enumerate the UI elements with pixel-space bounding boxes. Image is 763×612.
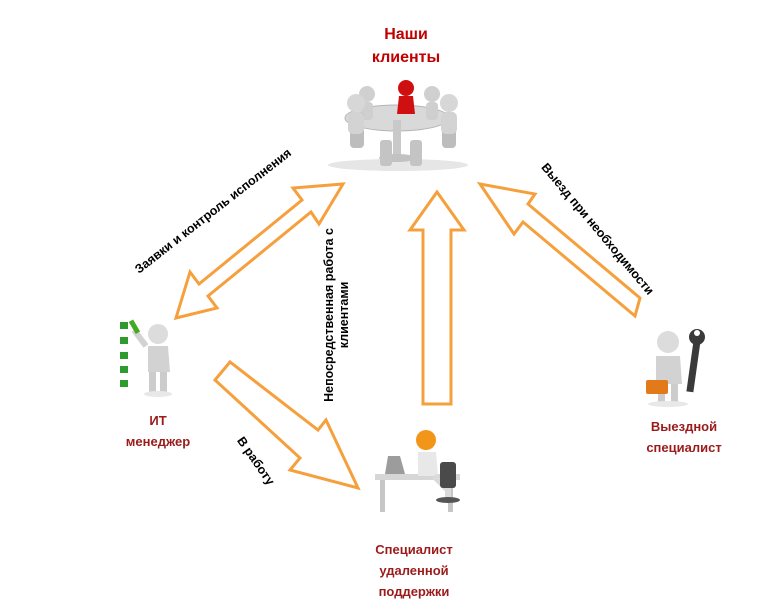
clients-meeting-icon bbox=[328, 80, 468, 171]
it-manager-icon bbox=[120, 319, 172, 397]
it-manager-label-line1: ИТ bbox=[149, 413, 167, 428]
direct-work-edge-label-line2: клиентами bbox=[336, 281, 351, 349]
remote-support-label-line2: удаленной bbox=[379, 563, 449, 578]
clients-label-line1: Наши bbox=[384, 26, 428, 43]
to-work-arrow bbox=[212, 359, 361, 491]
remote-support-label-line3: поддержки bbox=[378, 584, 450, 599]
clients-label: Наши клиенты bbox=[356, 23, 456, 69]
remote-support-label: Специалист удаленной поддержки bbox=[362, 539, 466, 602]
field-specialist-label-line1: Выездной bbox=[650, 419, 718, 434]
field-specialist-label-line2: специалист bbox=[646, 440, 722, 455]
clients-label-line2: клиенты bbox=[371, 49, 441, 66]
field-specialist-icon bbox=[646, 329, 705, 407]
it-manager-label-line2: менеджер bbox=[125, 434, 191, 449]
remote-support-label-line1: Специалист bbox=[375, 542, 453, 557]
direct-work-edge-label-line1: Непосредственная работа с bbox=[321, 228, 336, 402]
it-manager-label: ИТ менеджер bbox=[110, 410, 206, 452]
remote-support-icon bbox=[375, 430, 460, 512]
field-specialist-label: Выездной специалист bbox=[634, 416, 734, 458]
requests-double-arrow bbox=[173, 182, 346, 321]
field-visit-arrow bbox=[476, 181, 642, 319]
direct-work-arrow bbox=[407, 189, 467, 406]
direct-work-edge-label: Непосредственная работа с клиентами bbox=[322, 228, 352, 402]
